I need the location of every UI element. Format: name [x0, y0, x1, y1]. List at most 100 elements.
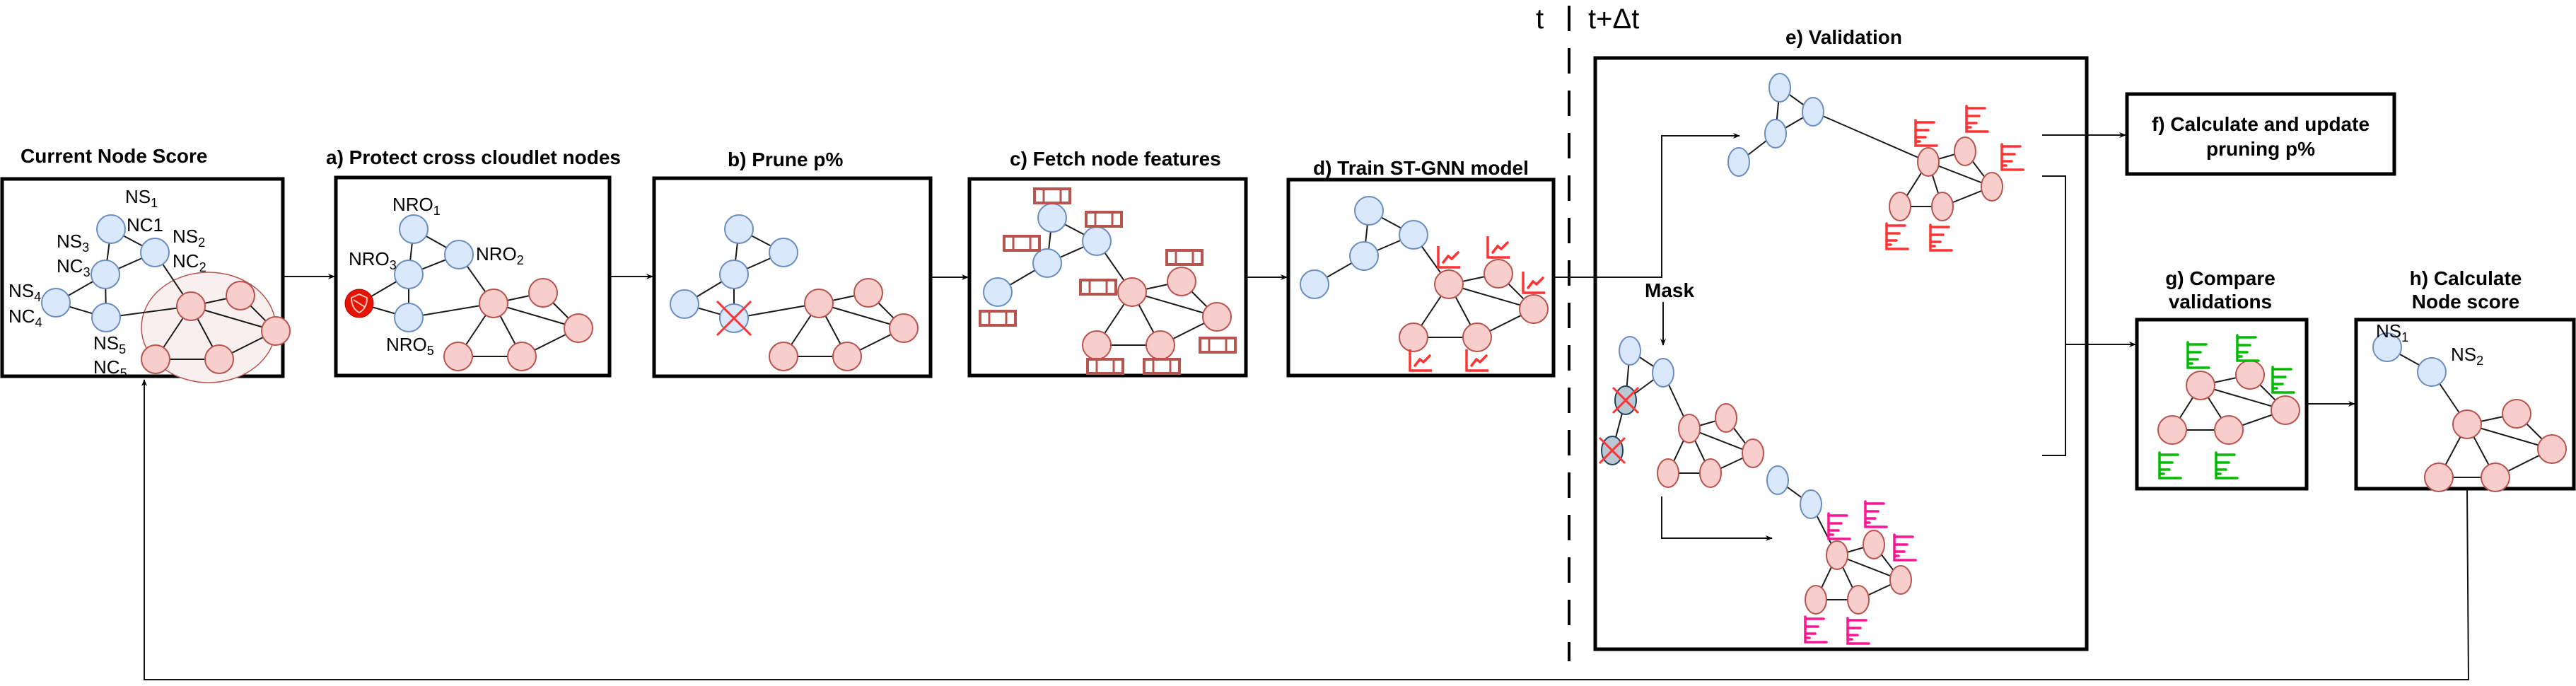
time-label-t: t	[1536, 4, 1544, 35]
label-h-ns1: NS1	[2376, 320, 2408, 344]
cloudlet-node	[2452, 409, 2482, 439]
label-ns4: NS4	[8, 280, 41, 304]
bar-list-icon	[1929, 223, 1953, 252]
cloudlet-node	[1202, 302, 1232, 332]
source-node	[1802, 97, 1824, 127]
cloudlet-node	[1847, 585, 1870, 615]
cloudlet-node	[204, 344, 234, 374]
label-ns2: NS2	[173, 226, 205, 250]
cloudlet-node	[507, 342, 537, 371]
cloudlet-node	[1519, 294, 1549, 324]
source-node	[719, 260, 749, 289]
source-node	[1652, 358, 1674, 388]
label-nc2: NC2	[173, 250, 206, 274]
cloudlet-node	[1167, 267, 1196, 296]
cloudlet-node	[1889, 192, 1911, 221]
bar-list-icon	[2158, 451, 2182, 479]
line-chart-icon	[1522, 272, 1545, 294]
feature-vector-icon	[1143, 358, 1181, 375]
shield-icon	[344, 289, 374, 318]
cloudlet-node	[1462, 322, 1492, 352]
feature-vector-icon	[1003, 235, 1041, 252]
cloudlet-node	[1742, 438, 1764, 468]
label-nc5: NC5	[93, 356, 127, 380]
cloudlet-node	[889, 313, 919, 343]
feature-vector-icon	[1079, 279, 1117, 296]
source-node	[394, 303, 424, 332]
cloudlet-node	[1678, 414, 1701, 443]
update-pruning-line1: f) Calculate and update	[2152, 113, 2370, 135]
protect-nodes-title: a) Protect cross cloudlet nodes	[326, 146, 621, 168]
cloudlet-node	[2235, 360, 2265, 390]
cloudlet-node	[1981, 172, 2003, 202]
cloudlet-node	[261, 316, 291, 346]
node-score-labels: NS1 NS2	[2376, 320, 2483, 368]
bar-list-icon	[2000, 143, 2024, 171]
cloudlet-node	[853, 278, 883, 308]
source-node	[96, 214, 126, 244]
label-ns5: NS5	[93, 332, 126, 356]
cloudlet-node	[564, 313, 593, 343]
cloudlet-node	[1805, 585, 1827, 615]
protect-node-labels: NRO1 NRO2 NRO3 NRO5	[349, 194, 524, 358]
source-node	[1082, 226, 1112, 256]
bar-list-icon	[2215, 451, 2239, 479]
line-chart-icon	[1465, 349, 1488, 372]
source-node	[983, 277, 1013, 307]
compare-graph	[2157, 334, 2300, 479]
validation-graph-full	[1727, 73, 2024, 252]
protect-graph	[359, 214, 593, 371]
arrow-d-to-validation-top	[1554, 133, 1740, 278]
bracket-validations	[2042, 175, 2066, 456]
node-score-title-line2: Node score	[2412, 291, 2520, 313]
source-node	[399, 214, 429, 244]
cloudlet-node	[1826, 540, 1848, 570]
bar-list-icon	[1846, 617, 1870, 645]
cloudlet-node	[1715, 403, 1737, 433]
cloudlet-node	[2157, 415, 2187, 445]
label-ns1: NS1	[125, 186, 158, 210]
cloudlet-node	[769, 342, 798, 371]
bar-list-icon	[2271, 366, 2295, 394]
compare-title-line2: validations	[2169, 291, 2272, 313]
cloudlet-node	[443, 342, 473, 371]
node-score-graph	[2372, 332, 2567, 492]
cloudlet-node	[1484, 259, 1513, 289]
label-nro1: NRO1	[392, 194, 441, 218]
update-pruning-line2: pruning p%	[2206, 138, 2315, 160]
cloudlet-node	[2186, 371, 2215, 400]
cloudlet-node	[1954, 136, 1976, 166]
source-node	[41, 288, 71, 318]
bar-list-icon	[1893, 533, 1917, 562]
bar-list-icon	[1914, 119, 1938, 147]
mask-label: Mask	[1645, 279, 1694, 301]
prune-graph	[670, 214, 919, 371]
source-node	[1032, 248, 1062, 278]
cloudlet-node	[832, 342, 862, 371]
fetch-features-title: c) Fetch node features	[1010, 148, 1221, 170]
label-ns3: NS3	[57, 231, 89, 255]
cloudlet-node	[141, 344, 170, 374]
bar-list-icon	[1804, 615, 1828, 644]
cloudlet-node	[1917, 147, 1940, 177]
compare-title-line1: g) Compare	[2165, 267, 2275, 289]
cloudlet-node	[479, 289, 508, 318]
validation-title: e) Validation	[1785, 26, 1902, 48]
cross-icon	[716, 300, 752, 337]
source-node	[1300, 269, 1329, 299]
cloudlet-node	[1146, 330, 1175, 360]
cloudlet-node	[1863, 530, 1885, 559]
cloudlet-node	[2271, 395, 2300, 425]
feature-vector-icon	[1033, 187, 1071, 204]
arrow-mask-to-graph	[1661, 496, 1773, 541]
source-node	[91, 303, 121, 332]
feature-vector-icon	[1165, 249, 1204, 266]
source-node	[2372, 332, 2402, 362]
cloudlet-node	[1082, 330, 1112, 360]
update-pruning-box	[2125, 92, 2396, 176]
source-node	[1727, 147, 1750, 177]
source-node	[91, 260, 120, 289]
label-nc1: NC1	[127, 214, 163, 236]
source-node	[1619, 336, 1641, 366]
